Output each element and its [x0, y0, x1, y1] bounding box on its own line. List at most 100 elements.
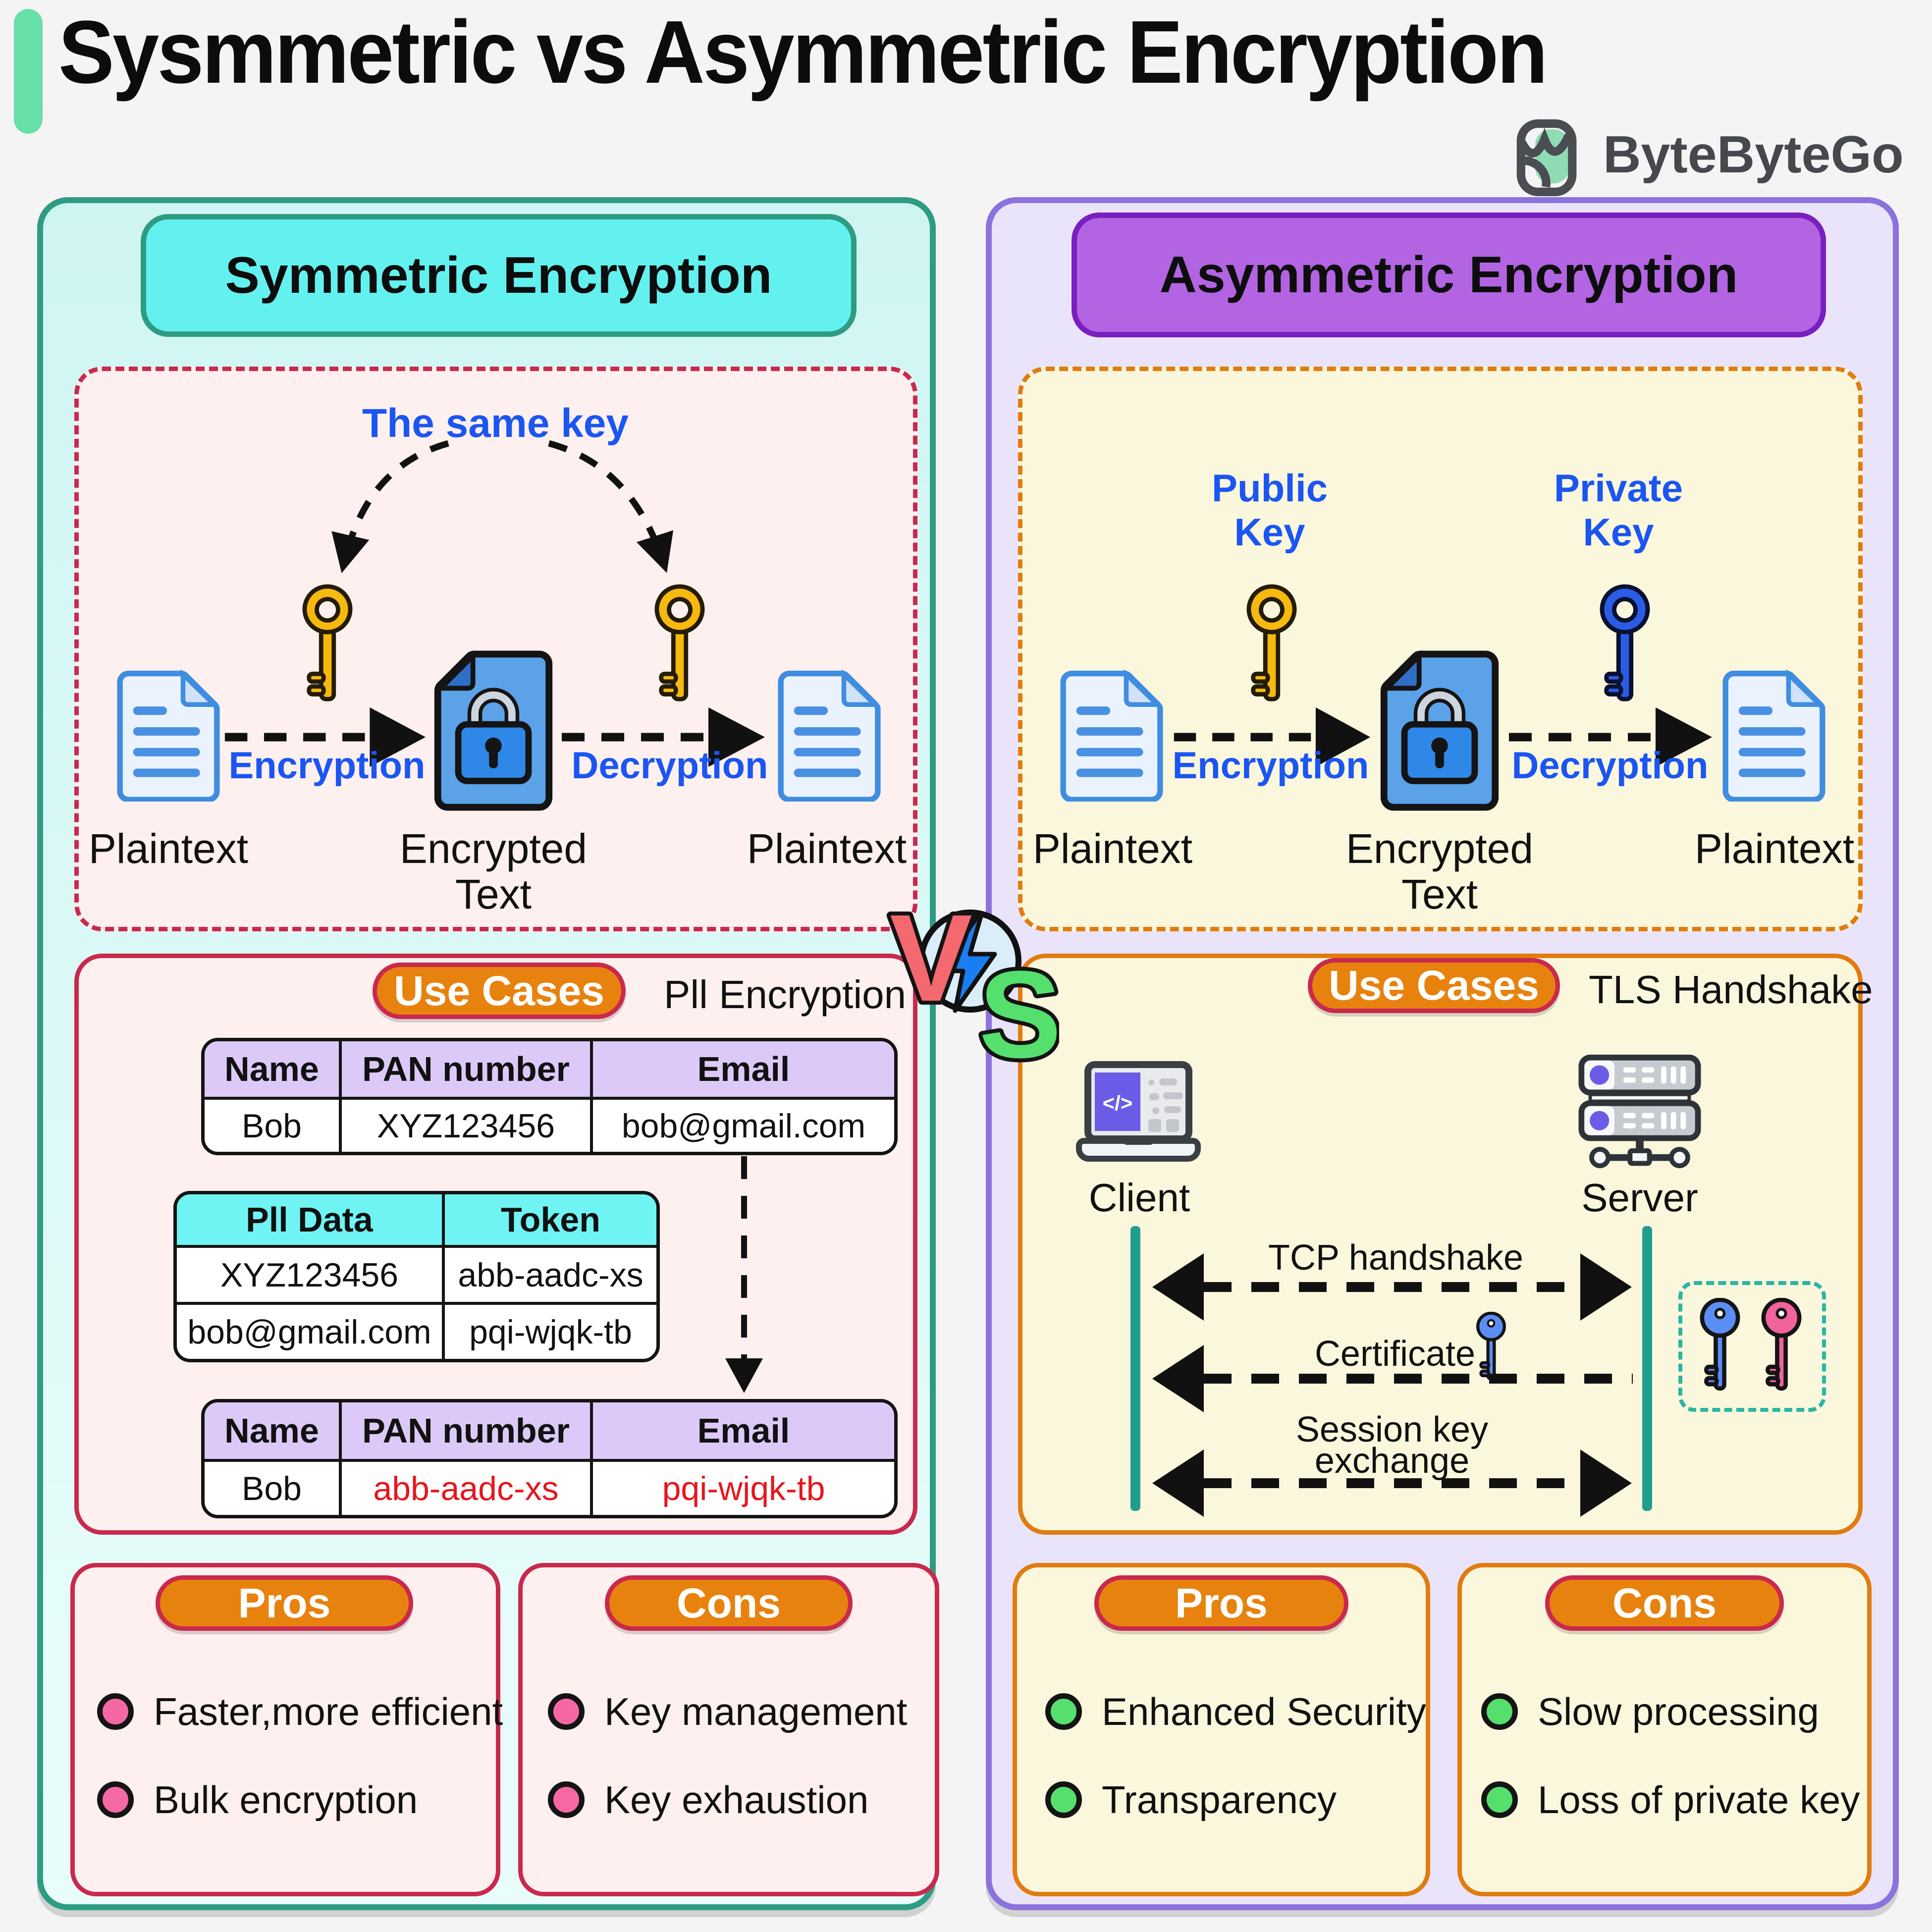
decryption-arrow — [562, 707, 765, 767]
pros-item-text: Enhanced Security — [1102, 1689, 1426, 1733]
encrypted-text-label-l2: Text — [1401, 870, 1478, 917]
public-key-label: Public Key — [1171, 466, 1369, 554]
symmetric-cons-badge: Cons — [605, 1575, 853, 1631]
table-cell: Bob — [205, 1459, 339, 1515]
table-header-cell: Pll Data — [177, 1194, 442, 1245]
cons-item: Key exhaustion — [548, 1772, 868, 1827]
table-cell: abb-aadc-xs — [442, 1245, 656, 1302]
asymmetric-header: Asymmetric Encryption — [1072, 213, 1826, 337]
public-key-label-l2: Key — [1234, 510, 1305, 554]
brand-name: ByteByteGo — [1603, 125, 1904, 184]
cons-item-text: Key management — [604, 1689, 908, 1733]
symmetric-usecases-badge: Use Cases — [373, 963, 626, 1019]
private-key-label-l2: Key — [1583, 510, 1654, 554]
bytebytego-logo-icon — [1516, 119, 1577, 196]
client-lifeline — [1130, 1226, 1140, 1511]
cons-item-text: Key exhaustion — [604, 1777, 869, 1822]
symmetric-usecases-label: Pll Encryption — [664, 972, 907, 1017]
table-cell: XYZ123456 — [177, 1245, 442, 1302]
plaintext-doc-right-icon — [778, 670, 881, 802]
public-key-icon — [1246, 584, 1297, 701]
same-key-label: The same key — [362, 401, 629, 446]
cons-item: Slow processing — [1481, 1684, 1819, 1739]
server-icon — [1578, 1054, 1701, 1169]
session-key-label-l2: exchange — [1314, 1441, 1470, 1481]
pink-bullet-icon — [548, 1693, 585, 1730]
green-bullet-icon — [1045, 1781, 1082, 1818]
vs-letter-v: V — [890, 889, 972, 1027]
encrypted-text-label-l1: Encrypted — [399, 825, 588, 872]
page-title: Sysmmetric vs Asymmetric Encryption — [58, 2, 1548, 102]
decryption-label: Decryption — [1511, 744, 1709, 787]
green-bullet-icon — [1481, 1781, 1518, 1818]
vs-letter-s: S — [979, 945, 1059, 1071]
client-label: Client — [1088, 1176, 1190, 1220]
green-bullet-icon — [1045, 1693, 1082, 1730]
plaintext-left-label: Plaintext — [88, 825, 249, 872]
encrypted-text-label-l2: Text — [455, 870, 532, 917]
tcp-handshake-arrow — [1152, 1253, 1632, 1321]
encryption-arrow — [1174, 707, 1371, 767]
tokenize-connector-line — [741, 1156, 747, 1358]
plaintext-doc-right-icon — [1722, 670, 1825, 802]
encrypted-text-label-l1: Encrypted — [1345, 825, 1534, 872]
pros-item-text: Transparency — [1102, 1777, 1337, 1822]
pii-table-tokenized: Name PAN number Email Bob abb-aadc-xs pq… — [201, 1399, 898, 1518]
pii-table-original: Name PAN number Email Bob XYZ123456 bob@… — [201, 1038, 898, 1155]
pink-bullet-icon — [97, 1781, 134, 1818]
asymmetric-pros-badge: Pros — [1094, 1575, 1348, 1631]
cons-item-text: Loss of private key — [1538, 1777, 1860, 1822]
symmetric-header: Symmetric Encryption — [141, 214, 857, 337]
table-header-cell: Token — [442, 1194, 656, 1245]
keypair-private-key-icon — [1761, 1298, 1802, 1391]
asymmetric-usecases-label: TLS Handshake — [1589, 967, 1873, 1012]
table-header-cell: Email — [590, 1402, 894, 1459]
pros-item: Faster,more efficient — [97, 1684, 503, 1739]
encryption-label: Encryption — [1172, 744, 1369, 787]
decryption-arrow — [1509, 707, 1712, 767]
keypair-public-key-icon — [1700, 1298, 1740, 1391]
pros-item: Bulk encryption — [97, 1772, 418, 1827]
encryption-arrow — [224, 707, 426, 767]
private-key-icon — [1600, 584, 1650, 701]
encrypted-doc-icon — [1380, 650, 1499, 811]
table-cell: bob@gmail.com — [590, 1097, 894, 1152]
encryption-label: Encryption — [228, 744, 426, 787]
table-cell: bob@gmail.com — [177, 1302, 442, 1359]
private-key-label-l1: Private — [1554, 466, 1683, 510]
tokenize-connector-arrowhead — [725, 1358, 763, 1393]
session-key-label-l1: Session key — [1295, 1410, 1489, 1449]
symmetric-pros-badge: Pros — [156, 1575, 413, 1631]
table-cell-token: abb-aadc-xs — [339, 1459, 590, 1515]
table-header-cell: PAN number — [339, 1402, 590, 1459]
pii-token-table: Pll Data Token XYZ123456 abb-aadc-xs bob… — [173, 1191, 660, 1362]
lightning-bolt-icon — [938, 914, 997, 1013]
asymmetric-cons-badge: Cons — [1545, 1575, 1784, 1631]
tcp-handshake-label: TCP handshake — [1268, 1238, 1524, 1278]
green-bullet-icon — [1481, 1693, 1518, 1730]
asymmetric-usecases-badge: Use Cases — [1308, 958, 1560, 1013]
table-cell-token: pqi-wjqk-tb — [590, 1459, 894, 1515]
pink-bullet-icon — [548, 1781, 585, 1818]
table-header-cell: Name — [205, 1402, 339, 1459]
vs-icon: V S — [886, 885, 1059, 1071]
asymmetric-usecases-box — [1018, 954, 1863, 1535]
plaintext-doc-left-icon — [1060, 670, 1163, 802]
symmetric-key-left-icon — [302, 584, 353, 701]
same-key-arrows — [331, 440, 674, 573]
pros-item-text: Bulk encryption — [154, 1777, 418, 1822]
pros-item: Enhanced Security — [1045, 1684, 1426, 1739]
table-header-cell: Name — [205, 1041, 339, 1097]
session-key-arrow — [1152, 1449, 1632, 1517]
server-label: Server — [1581, 1176, 1698, 1220]
table-header-cell: Email — [590, 1041, 894, 1097]
pros-item-text: Faster,more efficient — [154, 1689, 503, 1733]
certificate-label: Certificate — [1314, 1334, 1476, 1374]
client-laptop-icon: </> — [1076, 1061, 1201, 1162]
private-key-label: Private Key — [1519, 466, 1717, 554]
cons-item: Key management — [548, 1684, 907, 1739]
table-header-cell: PAN number — [339, 1041, 590, 1097]
pink-bullet-icon — [97, 1693, 134, 1730]
table-cell: Bob — [205, 1097, 339, 1152]
cons-item-text: Slow processing — [1538, 1689, 1819, 1733]
